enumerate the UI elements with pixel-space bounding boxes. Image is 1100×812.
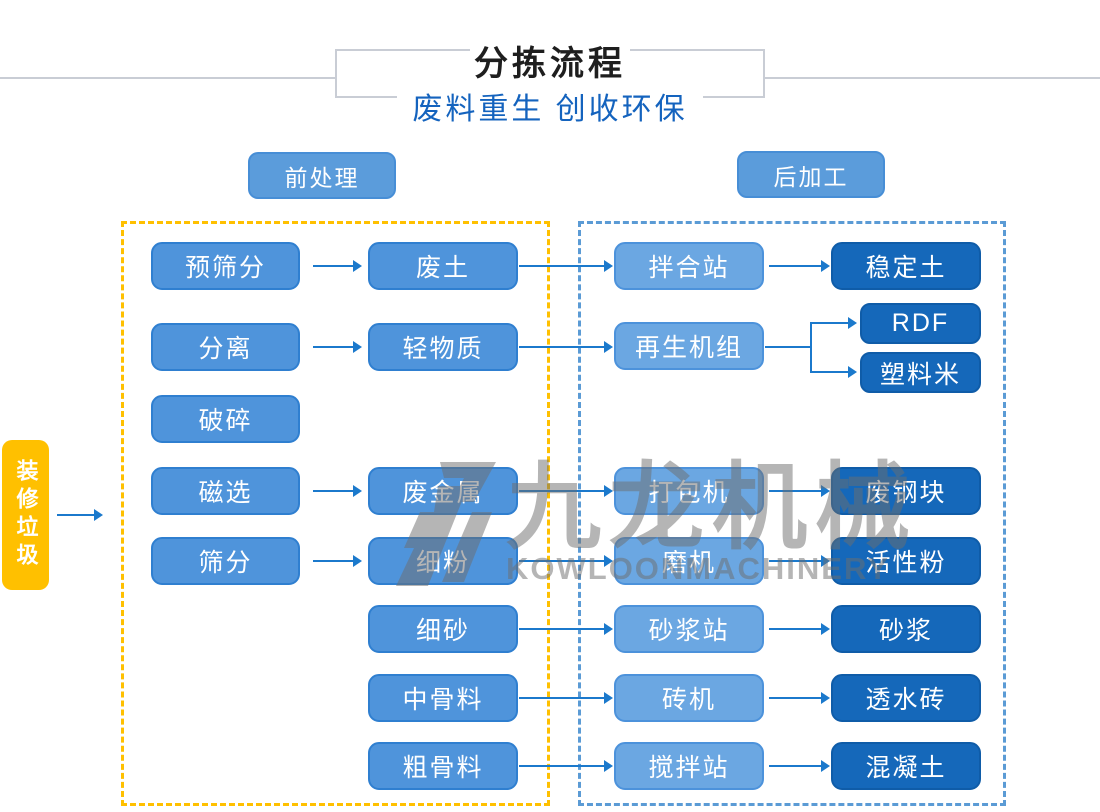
- pretreatment-label: 前处理: [248, 152, 396, 199]
- node-baler: 打包机: [614, 467, 764, 515]
- node-mixing-station: 拌合站: [614, 242, 764, 290]
- subtitle-stub-right: [703, 96, 765, 98]
- node-mortar-station: 砂浆站: [614, 605, 764, 653]
- branch-vertical-recyclingunit: [810, 322, 812, 373]
- arrow-mill-to-activepowder: [769, 555, 830, 567]
- node-fine-sand: 细砂: [368, 605, 518, 653]
- header-divider-right: [765, 77, 1100, 79]
- arrow-coarseaggregate-to-batchingstation: [519, 760, 613, 772]
- arrow-branch-to-plasticpellets: [811, 366, 857, 378]
- arrow-lightmaterials-to-recyclingunit: [519, 341, 613, 353]
- postprocessing-group-box: [578, 221, 1006, 806]
- arrow-mediumaggregate-to-brickmachine: [519, 692, 613, 704]
- subtitle-stub-left: [335, 96, 397, 98]
- header-divider-left: [0, 77, 335, 79]
- node-recycling-unit: 再生机组: [614, 322, 764, 370]
- node-mortar: 砂浆: [831, 605, 981, 653]
- header-bracket-right: [763, 49, 765, 98]
- node-fine-powder: 细粉: [368, 537, 518, 585]
- arrow-baler-to-scrapsteel: [769, 485, 830, 497]
- arrow-separation-to-lightmaterials: [313, 341, 362, 353]
- node-mill: 磨机: [614, 537, 764, 585]
- postprocessing-label: 后加工: [737, 151, 885, 198]
- node-plastic-pellets: 塑料米: [860, 352, 981, 393]
- header-bracket-left: [335, 49, 337, 98]
- node-permeable-bricks: 透水砖: [831, 674, 981, 722]
- node-light-materials: 轻物质: [368, 323, 518, 371]
- node-scrap-steel-blocks: 废钢块: [831, 467, 981, 515]
- arrow-magneticseparation-to-scrapmetal: [313, 485, 362, 497]
- node-stabilized-soil: 稳定土: [831, 242, 981, 290]
- node-coarse-aggregate: 粗骨料: [368, 742, 518, 790]
- node-magnetic-separation: 磁选: [151, 467, 300, 515]
- page-title: 分拣流程: [474, 45, 626, 83]
- branch-stub-recyclingunit: [765, 346, 811, 348]
- node-scrap-metal: 废金属: [368, 467, 518, 515]
- arrow-prescreening-to-wastesoil: [313, 260, 362, 272]
- pretreatment-group-box: [121, 221, 550, 806]
- arrow-finesand-to-mortarstation: [519, 623, 613, 635]
- node-crushing: 破碎: [151, 395, 300, 443]
- arrow-scrapmetal-to-baler: [519, 485, 613, 497]
- arrow-finepowder-to-mill: [519, 555, 613, 567]
- node-active-powder: 活性粉: [831, 537, 981, 585]
- source-renovation-waste: 装修垃圾: [2, 440, 49, 590]
- node-pre-screening: 预筛分: [151, 242, 300, 290]
- node-brick-machine: 砖机: [614, 674, 764, 722]
- node-medium-aggregate: 中骨料: [368, 674, 518, 722]
- node-concrete-batching-station: 搅拌站: [614, 742, 764, 790]
- arrow-screening-to-finepowder: [313, 555, 362, 567]
- node-separation: 分离: [151, 323, 300, 371]
- title-stub-left: [335, 49, 470, 51]
- node-concrete: 混凝土: [831, 742, 981, 790]
- node-waste-soil: 废土: [368, 242, 518, 290]
- page-subtitle: 废料重生 创收环保: [412, 93, 688, 126]
- node-screening: 筛分: [151, 537, 300, 585]
- arrow-batchingstation-to-concrete: [769, 760, 830, 772]
- arrow-source-to-pretreatment: [57, 509, 103, 521]
- node-rdf: RDF: [860, 303, 981, 344]
- title-stub-right: [630, 49, 765, 51]
- arrow-brickmachine-to-permeablebricks: [769, 692, 830, 704]
- arrow-wastesoil-to-mixingstation: [519, 260, 613, 272]
- arrow-mixingstation-to-stabilizedsoil: [769, 260, 830, 272]
- arrow-mortarstation-to-mortar: [769, 623, 830, 635]
- arrow-branch-to-rdf: [811, 317, 857, 329]
